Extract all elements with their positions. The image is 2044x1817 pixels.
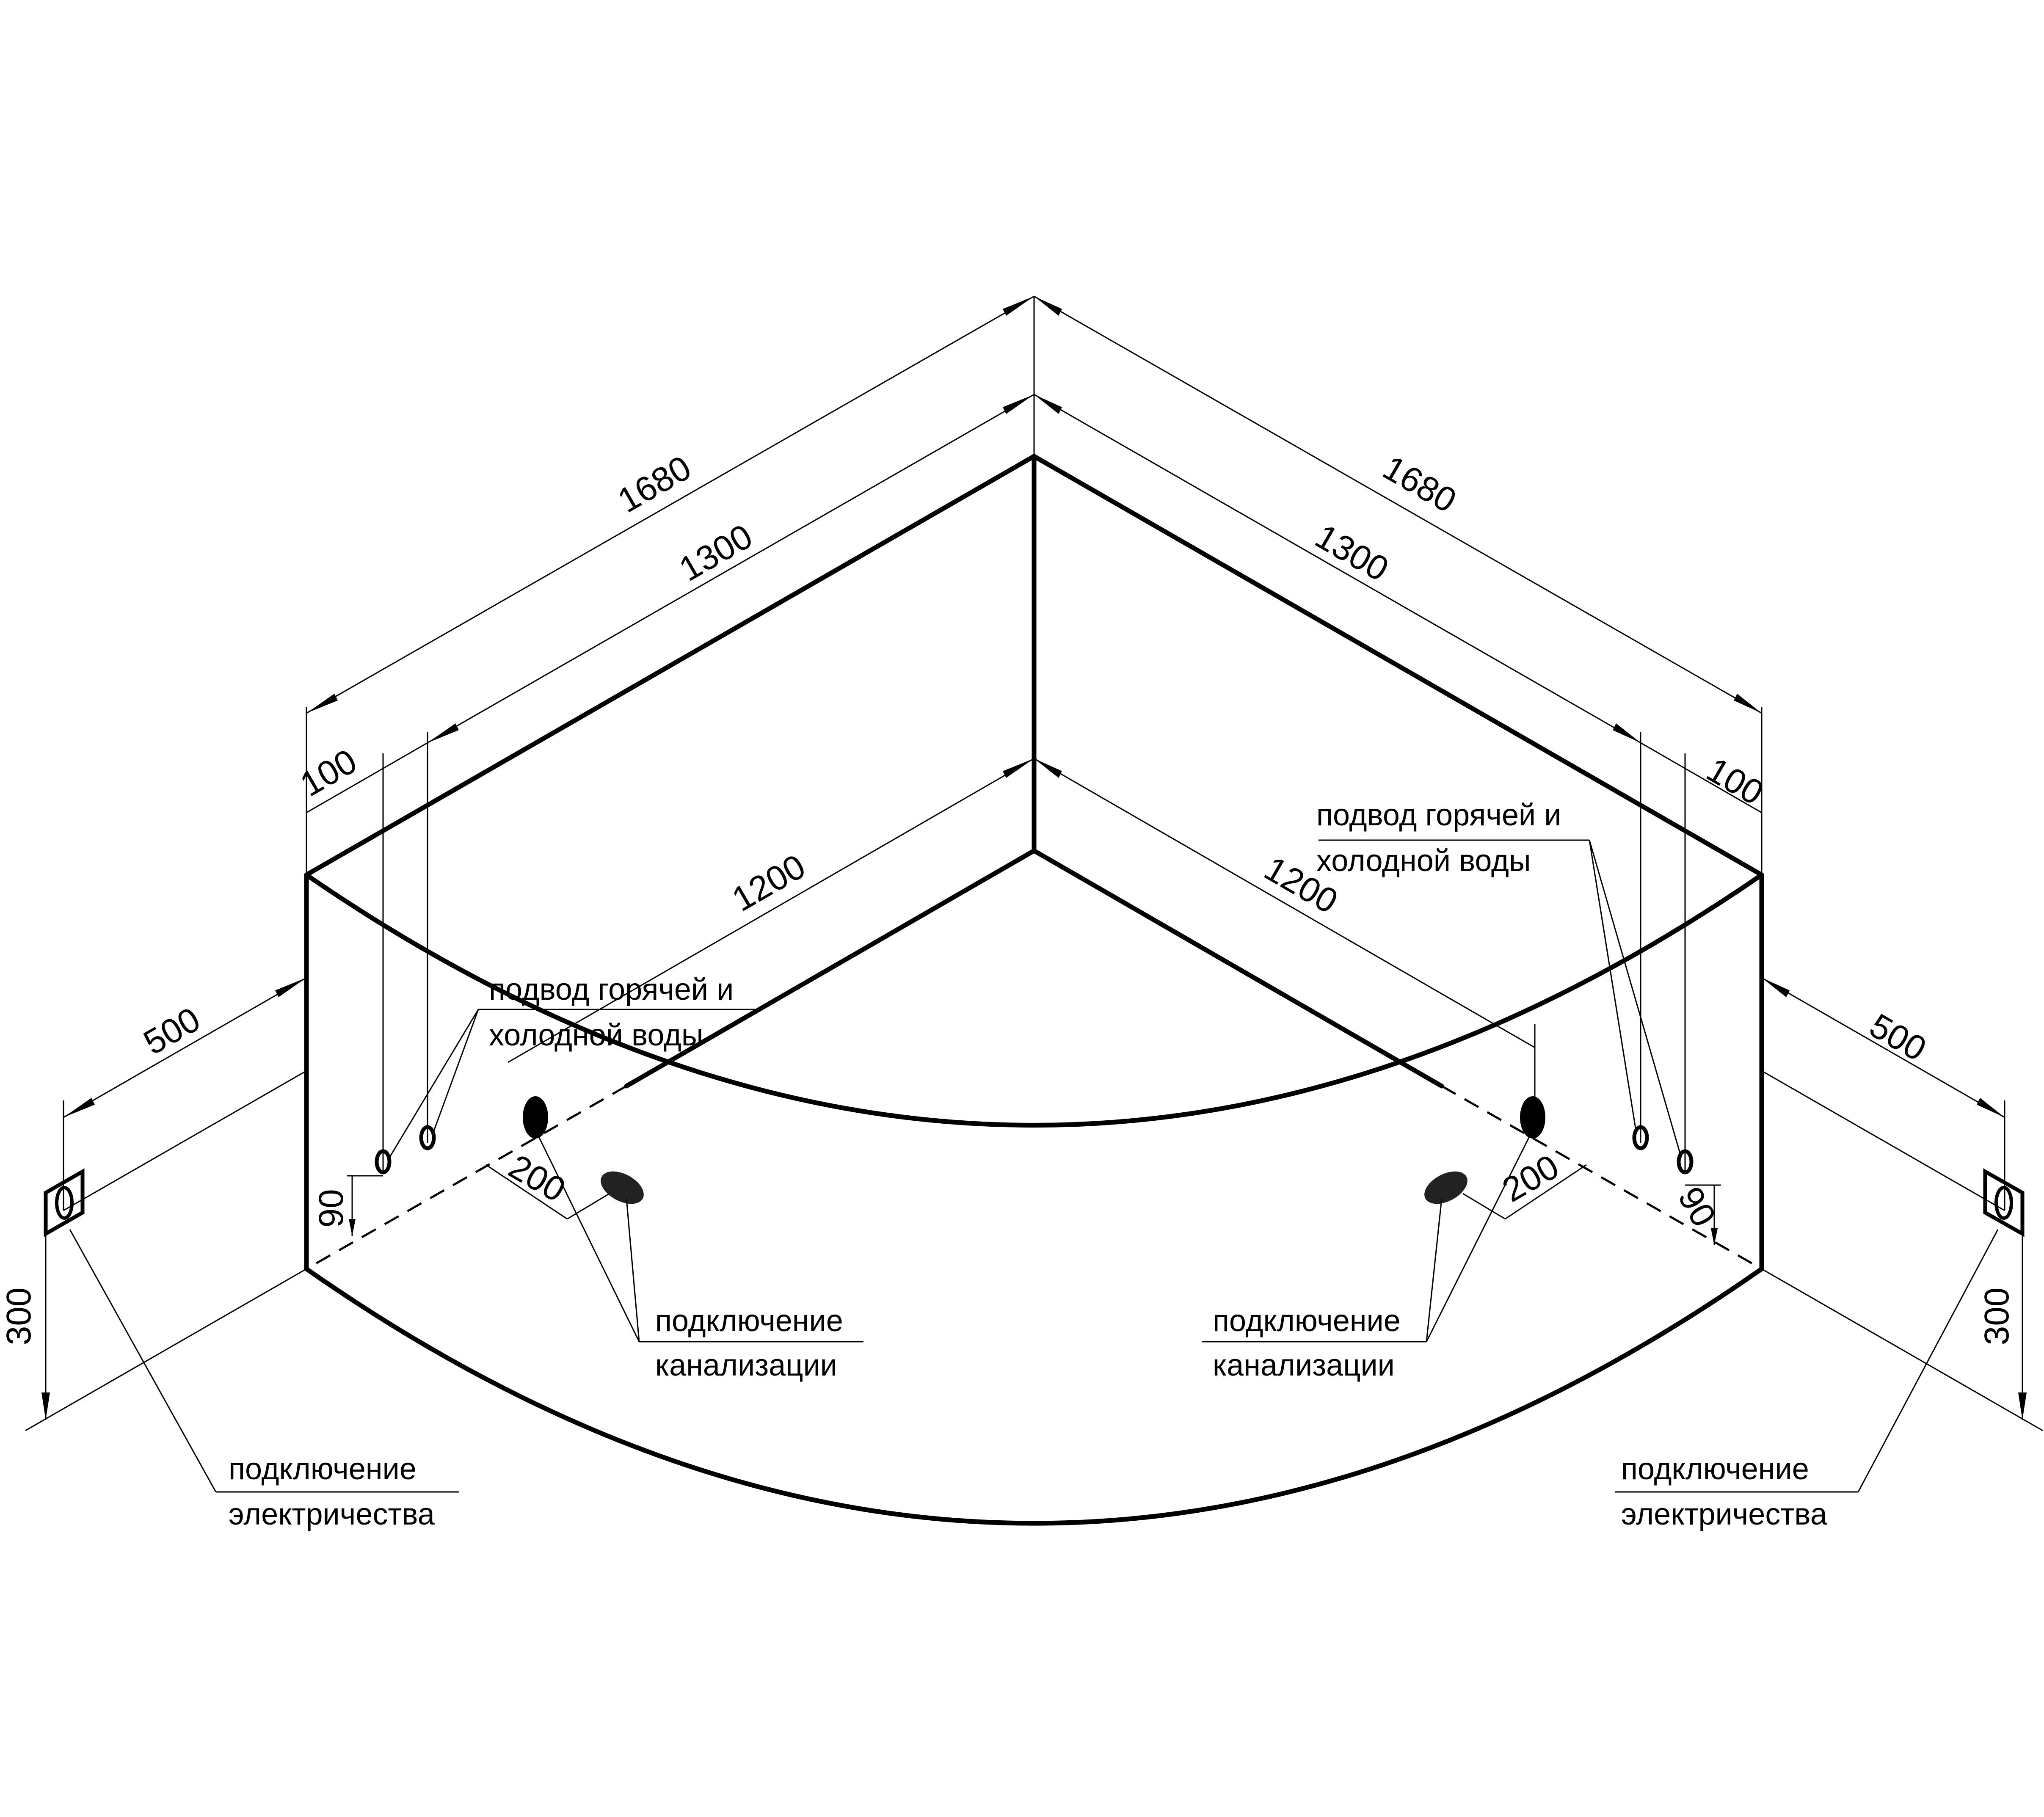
label-elec-right-line1: подключение <box>1621 1452 1809 1486</box>
dim-200-right: 200 <box>1496 1147 1565 1210</box>
callout-labels: подвод горячей и холодной воды подвод го… <box>229 798 1828 1531</box>
dim-1300-right: 1300 <box>1309 517 1395 589</box>
dim-200-left: 200 <box>502 1147 572 1210</box>
dim-300-right: 300 <box>1978 1288 2016 1346</box>
dim-1200-left: 1200 <box>726 847 812 919</box>
drain-icon <box>1424 1171 1467 1204</box>
dimension-values: 1680 1680 1300 1300 100 100 1200 1200 50… <box>0 448 2016 1345</box>
label-water-right-line1: подвод горячей и <box>1316 798 1561 832</box>
drain-icon <box>523 1096 548 1139</box>
water-inlet-icon <box>1677 1149 1694 1175</box>
floor-right-edge <box>1032 848 1444 1089</box>
dim-line-1200-right <box>1034 758 1535 1048</box>
label-drain-left-line1: подключение <box>655 1304 843 1338</box>
dim-500-right: 500 <box>1863 1006 1933 1069</box>
hidden-edges <box>306 1085 1763 1270</box>
electrical-socket-icon <box>1983 1168 2025 1237</box>
dim-90-left: 90 <box>312 1189 350 1227</box>
water-inlet-icon <box>1632 1125 1649 1150</box>
label-drain-right-line1: подключение <box>1213 1304 1401 1338</box>
dim-line-1680-left <box>306 295 1034 714</box>
hidden-floor-left <box>306 1085 627 1270</box>
dim-line-1680-right <box>1034 295 1762 714</box>
dimension-lines <box>25 295 2043 1431</box>
dim-line-1200-left <box>508 758 1034 1063</box>
dim-100-right: 100 <box>1700 750 1770 813</box>
rim-left-edge <box>304 454 1037 877</box>
label-water-left-line1: подвод горячей и <box>489 973 734 1006</box>
label-elec-left-line2: электричества <box>229 1497 435 1531</box>
drain-icon <box>601 1171 644 1204</box>
water-inlet-icon <box>419 1125 436 1150</box>
electrical-socket-icon <box>44 1168 85 1237</box>
label-elec-right-line2: электричества <box>1621 1497 1828 1531</box>
label-water-left-line2: холодной воды <box>489 1018 703 1052</box>
leader-lines <box>69 839 1999 1493</box>
label-water-right-line2: холодной воды <box>1316 844 1531 878</box>
dim-line-500-left <box>63 977 307 1118</box>
dim-1680-left: 1680 <box>612 448 698 520</box>
dim-line-1300-left <box>427 394 1034 744</box>
label-elec-left-line1: подключение <box>229 1452 417 1486</box>
bathtub-outline <box>304 454 1764 1526</box>
dim-90-right: 90 <box>1671 1180 1723 1233</box>
dim-line-200-right <box>1505 1164 1587 1220</box>
dim-1300-left: 1300 <box>673 517 759 589</box>
dim-1680-right: 1680 <box>1376 448 1462 520</box>
drain-icon <box>1520 1096 1545 1139</box>
dim-line-1300-right <box>1034 394 1641 744</box>
dim-100-left: 100 <box>294 742 363 804</box>
dim-500-left: 500 <box>137 1000 207 1062</box>
base-front-arc <box>304 1266 1764 1526</box>
dim-300-left: 300 <box>0 1288 38 1346</box>
hidden-floor-right <box>1441 1085 1763 1270</box>
label-drain-left-line2: канализации <box>655 1348 837 1382</box>
dim-line-200-left <box>485 1164 568 1220</box>
floor-left-edge <box>624 848 1037 1089</box>
dim-line-500-right <box>1761 977 2005 1118</box>
water-inlet-icon <box>375 1149 392 1175</box>
label-drain-right-line2: канализации <box>1213 1348 1395 1382</box>
connection-markers <box>44 1096 2025 1237</box>
rim-front-arc <box>304 872 1764 1128</box>
